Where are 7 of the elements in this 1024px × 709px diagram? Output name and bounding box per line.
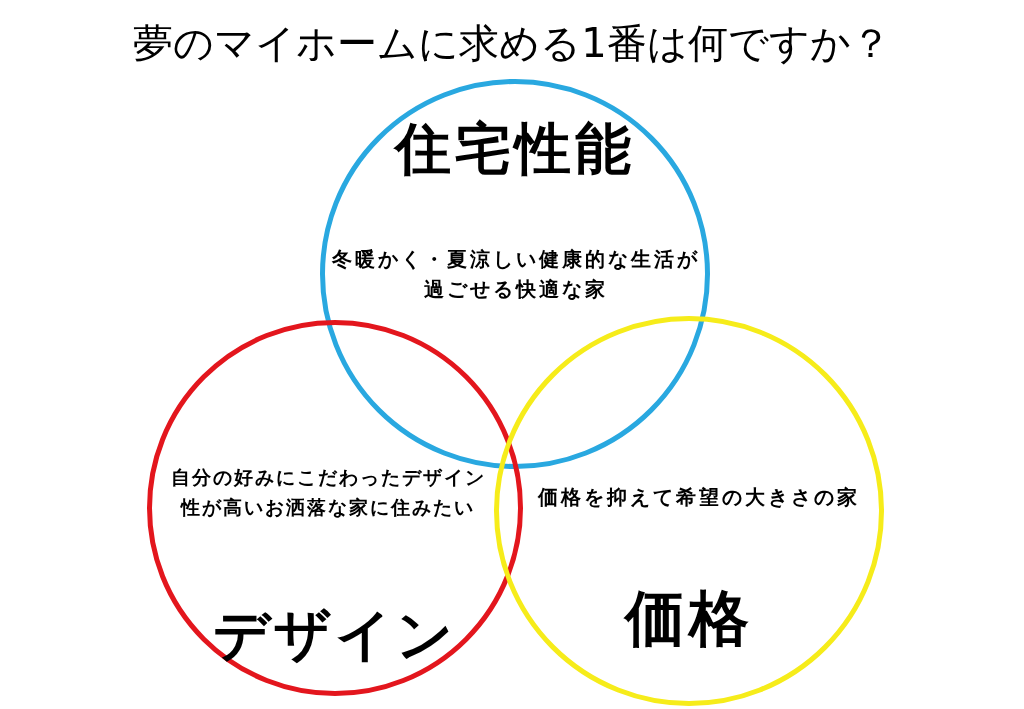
circle-description: 価格を抑えて希望の大きさの家 (537, 484, 861, 511)
title: 夢のマイホームに求める1番は何ですか？ (132, 19, 892, 68)
circle-heading: 価格 (622, 584, 754, 652)
circle-heading: デザイン (212, 603, 458, 667)
circle-heading: 住宅性能 (392, 117, 636, 181)
circle-description: 冬暖かく・夏涼しい健康的な生活が過ごせる快適な家 (330, 246, 701, 303)
circle-description: 自分の好みにこだわったデザイン性が高いお洒落な家に住みたい (169, 465, 487, 520)
